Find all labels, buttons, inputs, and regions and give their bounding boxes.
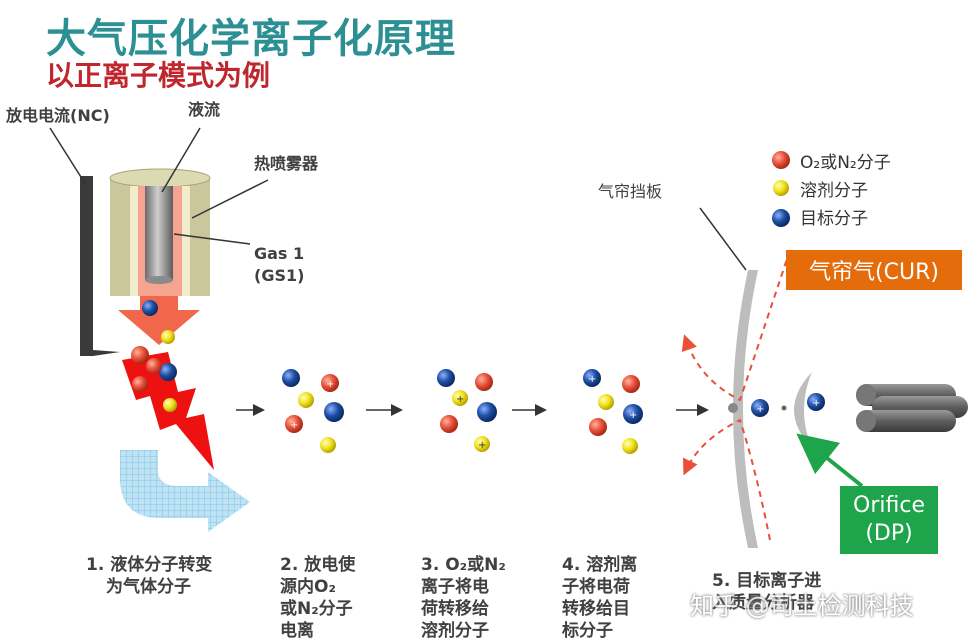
watermark: 知乎 @司土检测科技 — [690, 592, 914, 620]
svg-text:+: + — [629, 410, 637, 421]
curtain-plate — [733, 270, 758, 548]
step-2: 2. 放电使 源内O₂ 或N₂分子 电离 — [280, 555, 356, 641]
gas1-label: Gas 1 — [254, 244, 305, 263]
svg-text:+: + — [588, 374, 596, 385]
gs1-label: (GS1) — [254, 266, 305, 285]
curtain-gas-flow — [681, 249, 791, 541]
orifice-cone — [794, 372, 812, 448]
step-5: 5. 目标离子进 入质量分析器 — [712, 571, 822, 613]
step-4: 4. 溶剂离 子将电荷 转移给目 标分子 — [562, 555, 638, 641]
page-subtitle: 以正离子模式为例 — [46, 59, 271, 92]
gas-phase-arrow — [120, 450, 250, 532]
orifice-badge: Orifice (DP) — [840, 486, 938, 554]
svg-text:+: + — [290, 420, 298, 431]
liquid-flow-label: 液流 — [188, 100, 221, 119]
heater-label: 热喷雾器 — [254, 154, 319, 173]
source-molecules — [131, 300, 177, 412]
curtain-plate-label: 气帘挡板 — [598, 182, 663, 201]
discharge-current-label: 放电电流(NC) — [6, 106, 110, 125]
svg-text:+: + — [326, 379, 334, 390]
svg-text:+: + — [456, 394, 464, 405]
step-1: 1. 液体分子转变 为气体分子 — [86, 555, 213, 597]
discharge-needle — [49, 127, 120, 356]
spray-arrow — [118, 296, 200, 345]
legend-o2n2: O₂或N₂分子 — [800, 152, 891, 173]
step2-molecules: + + — [282, 369, 344, 453]
svg-text:+: + — [478, 440, 486, 451]
legend-target: 目标分子 — [800, 208, 868, 229]
step4-molecules: + + — [583, 369, 643, 454]
legend-solvent: 溶剂分子 — [800, 180, 868, 201]
svg-text:+: + — [812, 398, 820, 409]
curtain-gas-badge: 气帘气(CUR) — [786, 250, 962, 290]
target-ions: + + — [751, 393, 825, 417]
step-3: 3. O₂或N₂ 离子将电 荷转移给 溶剂分子 — [421, 555, 506, 641]
heated-nebulizer — [109, 168, 211, 296]
quadrupole-rods-icon — [856, 384, 968, 432]
svg-text:+: + — [756, 404, 764, 415]
step3-molecules: + + — [437, 369, 497, 452]
page-title: 大气压化学离子化原理 — [46, 16, 456, 62]
legend: O₂或N₂分子 溶剂分子 目标分子 — [800, 146, 891, 230]
